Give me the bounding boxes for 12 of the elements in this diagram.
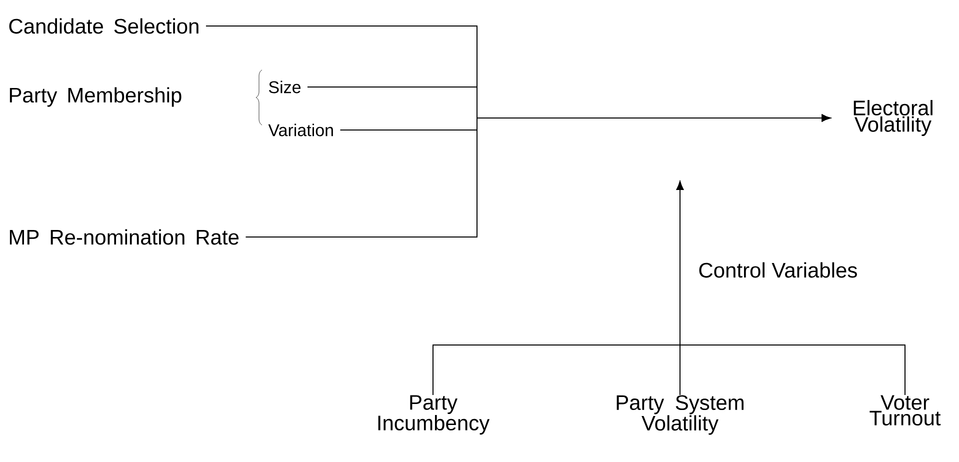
text-label: MP Re-nomination Rate xyxy=(10,229,239,245)
text-label: Party System Volatility xyxy=(616,395,744,435)
connector xyxy=(676,181,906,396)
text-label: Voter Turnout xyxy=(870,395,941,426)
text-label: Electoral Volatility xyxy=(854,100,932,136)
edge-label: Control Variables xyxy=(697,261,859,279)
text-label: Party Membership xyxy=(10,87,182,107)
text-label: Candidate Selection xyxy=(9,18,198,34)
connector xyxy=(245,114,830,238)
text-label: Variation xyxy=(268,124,333,136)
text-label: Size xyxy=(268,80,301,94)
text-label: Party Incumbency xyxy=(378,395,490,435)
